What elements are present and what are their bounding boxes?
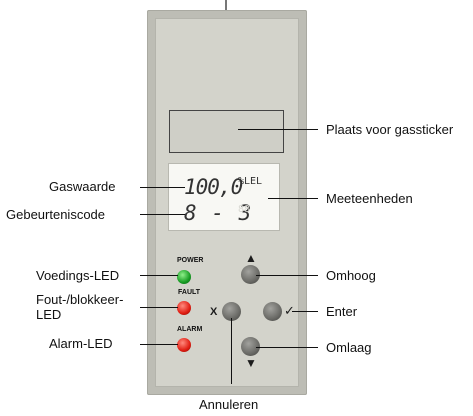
alarm-led-callout: Alarm-LED	[49, 336, 113, 351]
mount-tick	[225, 0, 227, 10]
event-code-callout: Gebeurteniscode	[6, 207, 106, 222]
cancel-button[interactable]	[222, 302, 241, 321]
ghost-segments: 88	[238, 204, 251, 215]
units-leader-line	[268, 198, 318, 199]
alarm-led-leader-line	[140, 344, 178, 345]
up-button[interactable]	[241, 265, 260, 284]
up-leader-line	[256, 275, 318, 276]
down-callout: Omlaag	[326, 340, 372, 355]
gas-value-leader-line	[140, 187, 185, 188]
enter-leader-line	[292, 311, 318, 312]
fault-led-label: FAULT	[178, 289, 201, 296]
lcd-display	[168, 163, 280, 231]
down-leader-line	[256, 347, 318, 348]
sticker-leader-line	[238, 129, 318, 130]
checkmark-icon: ✓	[284, 303, 295, 318]
gas-value-readout: 100,0	[184, 175, 243, 199]
event-code-readout: 8 - 3	[184, 201, 253, 225]
cancel-callout: Annuleren	[199, 397, 259, 412]
fault-led-callout-line2: LED	[36, 307, 62, 322]
up-callout: Omhoog	[326, 268, 376, 283]
down-arrow-icon: ▼	[245, 356, 257, 370]
enter-callout: Enter	[326, 304, 358, 319]
units-callout: Meeteenheden	[326, 191, 413, 206]
gas-value-callout: Gaswaarde	[49, 179, 116, 194]
fault-led-leader-line	[140, 307, 178, 308]
power-led	[177, 270, 191, 284]
cancel-x-icon: X	[210, 306, 218, 318]
alarm-led	[177, 338, 191, 352]
down-button[interactable]	[241, 337, 260, 356]
sticker-callout: Plaats voor gassticker	[326, 122, 454, 137]
power-led-leader-line	[140, 275, 178, 276]
fault-led	[177, 301, 191, 315]
fault-led-callout-line1: Fout-/blokkeer-	[36, 292, 124, 307]
event-code-leader-line	[140, 214, 185, 215]
up-arrow-icon: ▲	[245, 251, 257, 265]
power-led-callout: Voedings-LED	[36, 268, 120, 283]
alarm-led-label: ALARM	[177, 326, 203, 333]
cancel-leader-line	[231, 318, 232, 384]
gas-sticker-area	[169, 110, 284, 153]
power-led-label: POWER	[177, 257, 204, 264]
enter-button[interactable]	[263, 302, 282, 321]
unit-readout: %LEL	[238, 176, 263, 187]
